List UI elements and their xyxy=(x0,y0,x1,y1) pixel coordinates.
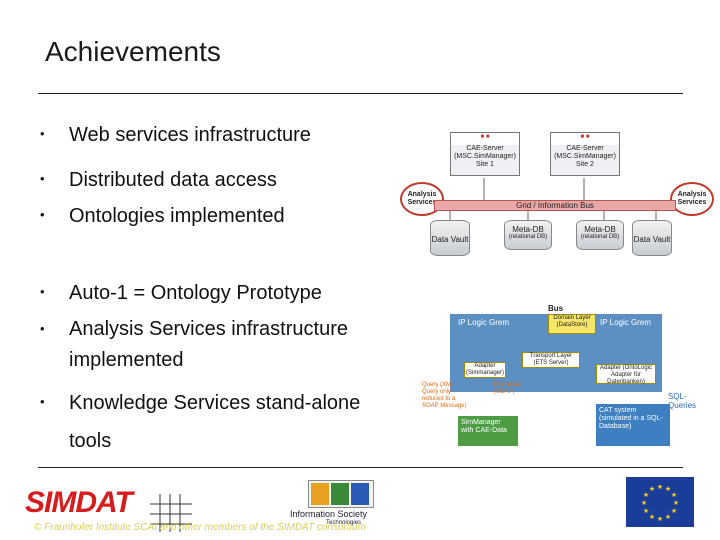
svg-text:★: ★ xyxy=(657,483,663,491)
simdat-mini-logo-icon: ■ ■ xyxy=(451,133,519,145)
bullet-dot-icon: • xyxy=(40,284,45,299)
page-title: Achievements xyxy=(45,36,221,67)
svg-text:★: ★ xyxy=(657,515,663,523)
svg-text:★: ★ xyxy=(671,507,677,515)
grid-architecture-diagram: ■ ■ CAE-Server (MSC.SimManager) Site 1 ■… xyxy=(398,128,714,268)
cae-server-site-2: ■ ■ CAE-Server (MSC.SimManager) Site 2 xyxy=(550,132,620,176)
meta-db-label: Meta-DB xyxy=(512,225,544,234)
meta-db-sublabel: (relational DB) xyxy=(508,234,548,240)
ip-logic-left: IP Logic Grem xyxy=(458,318,509,327)
svg-text:★: ★ xyxy=(649,485,655,493)
bullet-item: • Distributed data access xyxy=(40,167,277,193)
data-vault-left: Data Vault xyxy=(430,220,470,256)
svg-text:★: ★ xyxy=(665,513,671,521)
adapter-left-box: Adapter (Simmanager) xyxy=(464,362,506,378)
svg-text:★: ★ xyxy=(643,507,649,515)
bullet-dot-icon: • xyxy=(40,207,45,222)
transport-layer-box: Transport Layer (ETS Server) xyxy=(522,352,580,368)
simdat-mini-logo-icon: ■ ■ xyxy=(551,133,619,145)
ist-emblem-icon xyxy=(308,480,374,508)
svg-text:★: ★ xyxy=(673,499,679,507)
title-rule xyxy=(38,93,683,94)
infosoc-subtext: Technologies xyxy=(326,520,362,526)
meta-db-sublabel: (relational DB) xyxy=(580,234,620,240)
svg-text:★: ★ xyxy=(665,485,671,493)
eu-stars-icon: ★★★ ★★★ ★★★ ★★★ xyxy=(641,483,679,523)
meta-db-left: Meta-DB (relational DB) xyxy=(504,220,552,250)
simmanager-box: SimManager with CAE-Data xyxy=(458,416,518,446)
footer-rule xyxy=(38,467,683,468)
meta-db-label: Meta-DB xyxy=(584,225,616,234)
simdat-logo: SIMDAT xyxy=(25,486,133,519)
bullet-dot-icon: • xyxy=(40,126,45,141)
cat-system-box: CAT system (simulated in a SQL-Database) xyxy=(596,404,670,446)
bus-label: Bus xyxy=(548,304,564,313)
eu-flag-icon: ★★★ ★★★ ★★★ ★★★ xyxy=(626,477,694,527)
information-society-logo: Information Society Technologies xyxy=(290,478,394,526)
site-label: CAE-Server (MSC.SimManager) Site 1 xyxy=(454,145,516,168)
bullet-text: Analysis Services infrastructure impleme… xyxy=(69,318,348,371)
grid-information-bus: Grid / Information Bus xyxy=(434,200,676,211)
cae-server-site-1: ■ ■ CAE-Server (MSC.SimManager) Site 1 xyxy=(450,132,520,176)
svg-text:★: ★ xyxy=(649,513,655,521)
bullet-text: Auto-1 = Ontology Prototype xyxy=(69,282,322,304)
bullet-item: • Web services infrastructure xyxy=(40,122,311,148)
copyright-footer: © Fraunhofer Institute SCAI and other me… xyxy=(34,522,366,533)
infosoc-text: Information Society xyxy=(290,509,368,519)
bullet-text: Knowledge Services stand-alone tools xyxy=(69,392,361,452)
bullet-item: • Knowledge Services stand-alone tools xyxy=(40,390,380,460)
analysis-services-right: Analysis Services xyxy=(670,182,714,216)
bus-architecture-diagram: Bus IP Logic Grem IP Logic Grem Domain L… xyxy=(400,304,712,454)
svg-text:★: ★ xyxy=(643,491,649,499)
meta-db-right: Meta-DB (relational DB) xyxy=(576,220,624,250)
data-vault-right: Data Vault xyxy=(632,220,672,256)
domain-layer-box: Domain Layer (DataStore) xyxy=(548,314,596,334)
bullet-dot-icon: • xyxy=(40,321,45,336)
grid-logo-icon xyxy=(150,494,192,532)
bullet-item: • Auto-1 = Ontology Prototype xyxy=(40,280,322,306)
bullet-dot-icon: • xyxy=(40,394,45,409)
query-label: Query (XML Query only reduced to a SOAP … xyxy=(422,382,467,409)
bullet-text: Distributed data access xyxy=(69,169,277,191)
svg-text:★: ★ xyxy=(641,499,647,507)
bullet-text: Web services infrastructure xyxy=(69,124,311,146)
bullet-text: Ontologies implemented xyxy=(69,205,285,227)
ip-logic-right: IP Logic Grem xyxy=(600,318,651,327)
svg-text:★: ★ xyxy=(671,491,677,499)
bullet-item: • Analysis Services infrastructure imple… xyxy=(40,317,410,376)
bullet-dot-icon: • xyxy=(40,171,45,186)
response-label: Response (SOAP) xyxy=(494,382,522,395)
adapter-right-box: Adapter (OntoLogic Adapter für Datenbank… xyxy=(596,364,656,385)
site-label: CAE-Server (MSC.SimManager) Site 2 xyxy=(554,145,616,168)
sql-queries-label: SQL-Queries xyxy=(668,392,697,410)
bullet-item: • Ontologies implemented xyxy=(40,203,285,229)
